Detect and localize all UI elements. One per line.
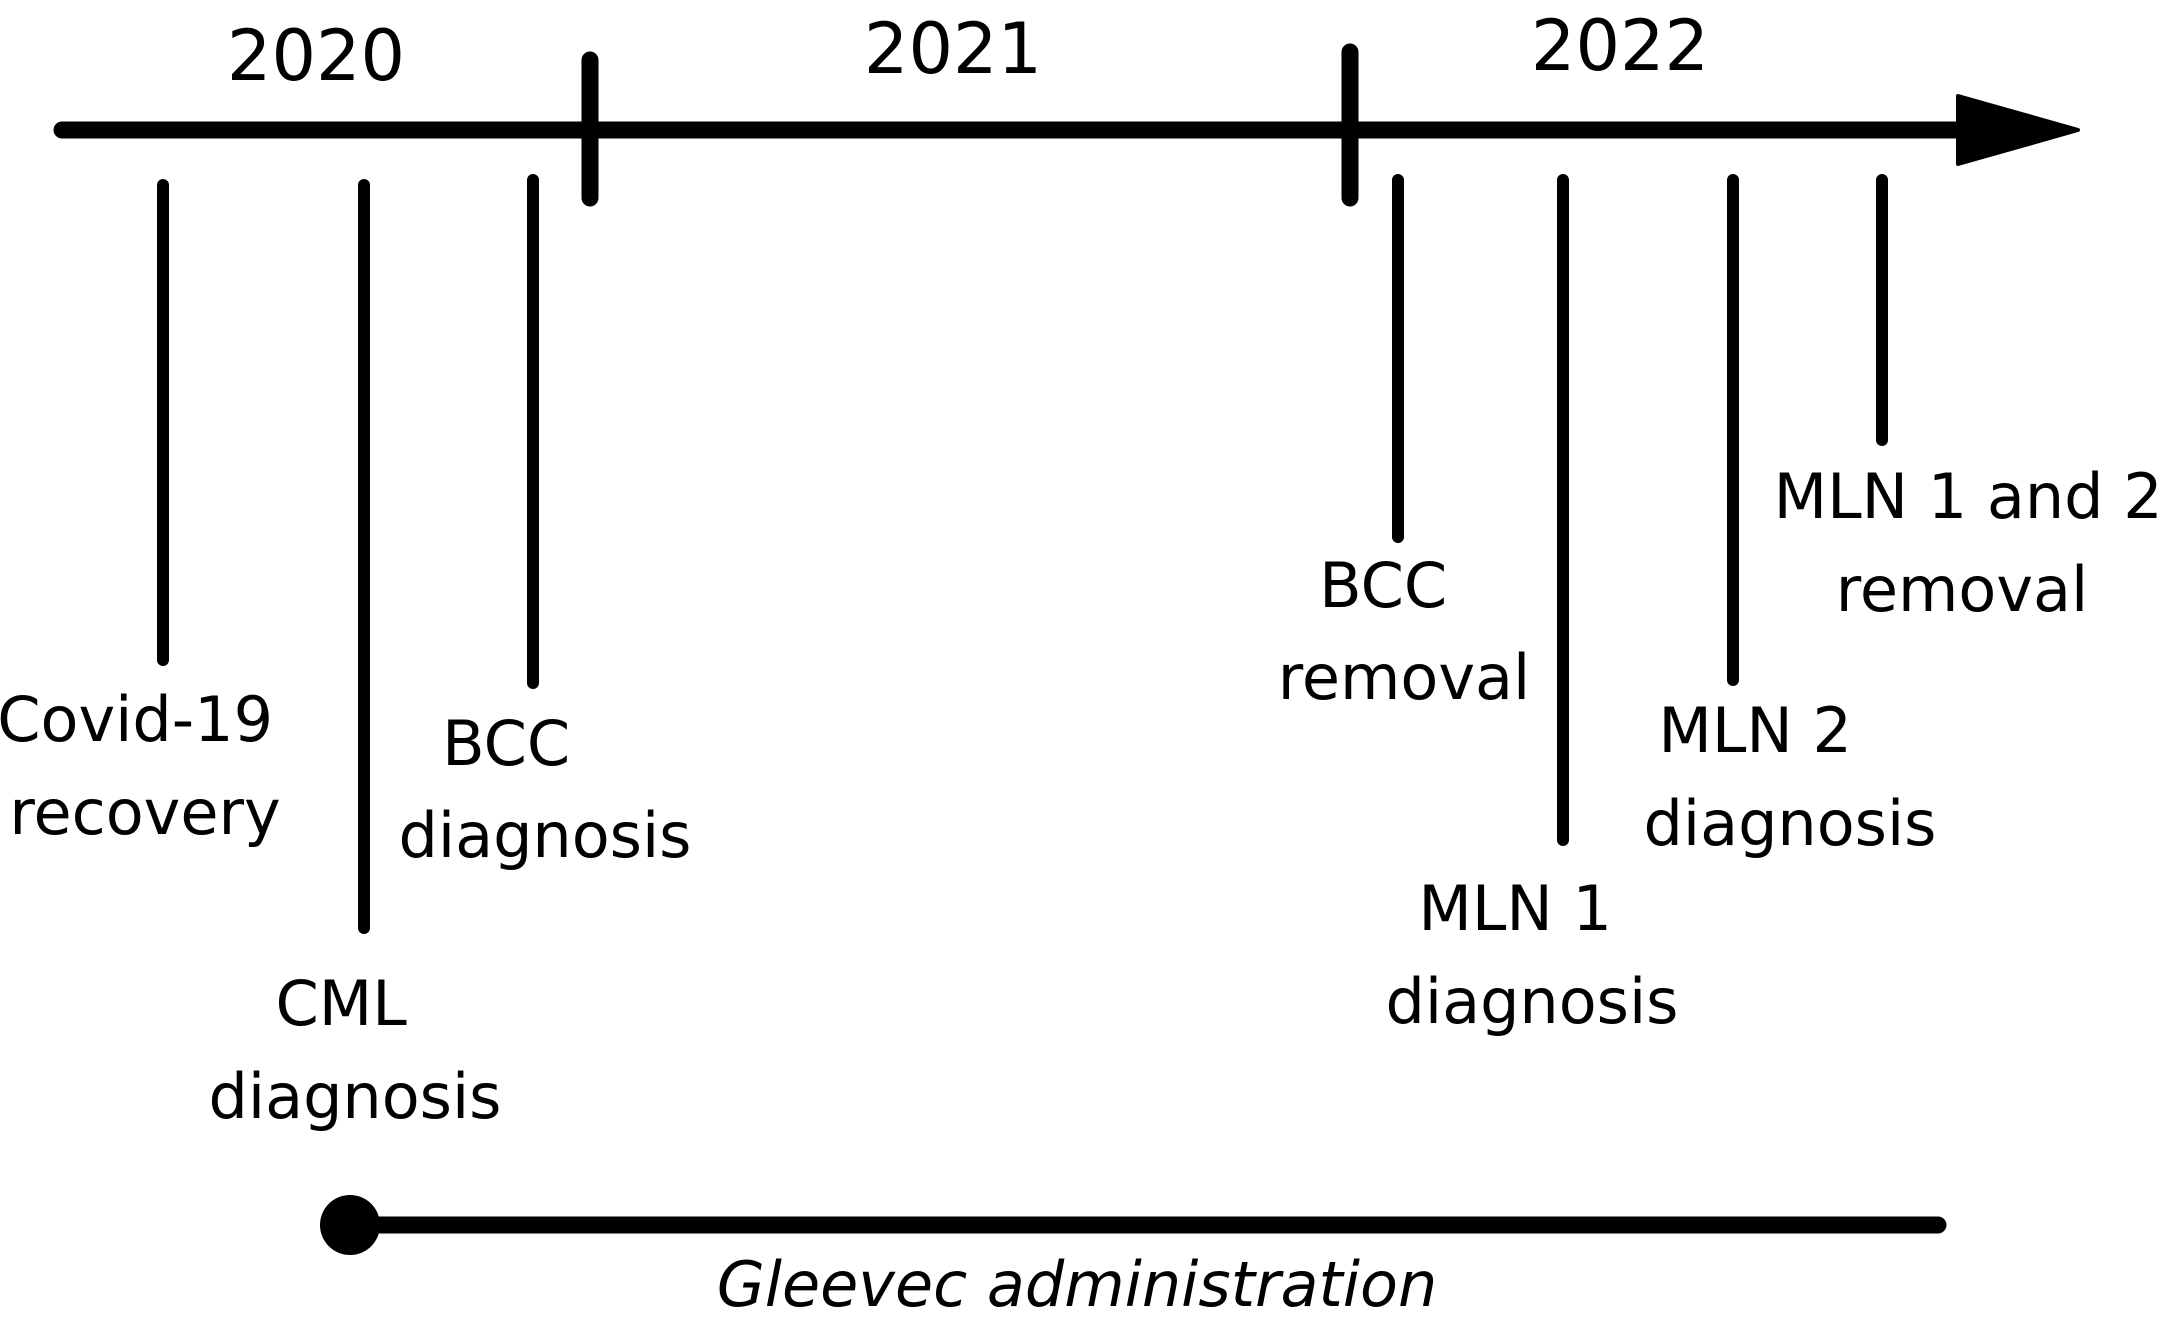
event-label-line-2: recovery [9,776,280,849]
event-label: BCC removal [1278,549,1531,714]
event-mln2-diagnosis: MLN 2 diagnosis [1644,174,1937,860]
event-label-line-1: Covid-19 [0,683,273,756]
event-label-line-1: MLN 1 [1418,872,1612,945]
event-label-line-2: diagnosis [1644,787,1937,860]
event-label: MLN 2 diagnosis [1644,694,1937,860]
event-label: CML diagnosis [209,967,502,1133]
event-label: BCC diagnosis [399,707,692,872]
event-label-line-2: diagnosis [209,1060,502,1133]
treatment-start-dot-icon [320,1195,380,1255]
event-label-line-1: MLN 1 and 2 [1774,460,2163,533]
event-label-line-1: CML [275,967,407,1040]
event-label-line-1: BCC [1319,549,1447,622]
event-bcc-diagnosis: BCC diagnosis [399,174,692,872]
gleevec-administration-label: Gleevec administration [717,1248,1438,1321]
event-label: Covid-19 recovery [0,683,293,849]
event-label: MLN 1 diagnosis [1386,872,1679,1038]
gleevec-administration-bar: Gleevec administration [320,1195,1947,1321]
event-label-line-1: BCC [442,707,570,780]
event-covid-recovery: Covid-19 recovery [0,179,293,849]
event-label-line-1: MLN 2 [1658,694,1852,767]
event-cml-diagnosis: CML diagnosis [209,179,502,1133]
event-mln1-mln2-removal: MLN 1 and 2 removal [1774,174,2175,626]
year-label-2022: 2022 [1531,5,1709,87]
timeline-arrowhead-icon [1956,94,2080,166]
event-bcc-removal: BCC removal [1278,174,1531,714]
event-label-line-2: removal [1836,553,2089,626]
event-label-line-2: diagnosis [1386,965,1679,1038]
event-mln1-diagnosis: MLN 1 diagnosis [1386,174,1679,1038]
event-label-line-2: diagnosis [399,799,692,872]
event-label-line-2: removal [1278,641,1531,714]
year-label-2021: 2021 [864,8,1042,90]
event-label: MLN 1 and 2 removal [1774,460,2175,626]
year-label-2020: 2020 [227,15,405,97]
